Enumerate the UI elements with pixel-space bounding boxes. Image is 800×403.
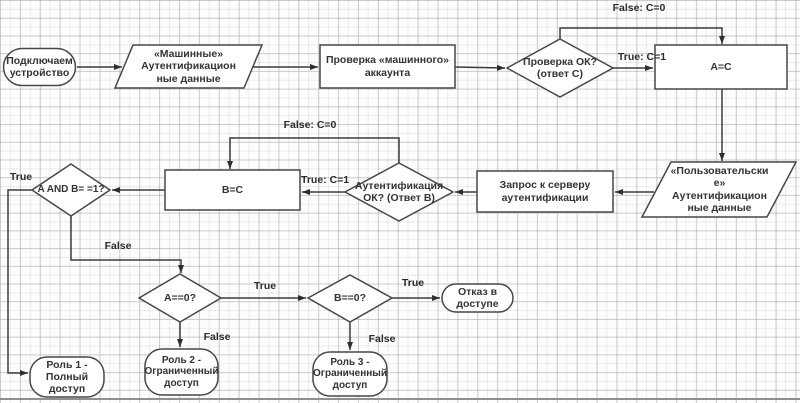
connector-auth-false-to-bequalsc [227,137,400,169]
a-and-b-decision[interactable] [30,163,112,217]
b-equals-c-process[interactable] [164,169,301,211]
a-equals-c-process[interactable] [654,44,788,90]
b-zero-decision[interactable] [306,274,394,323]
a-zero-decision[interactable] [137,273,223,323]
start-terminator[interactable] [2,47,77,87]
user-credentials-parallelogram[interactable] [640,161,798,218]
connector-and-false-to-azero-decision [70,216,184,273]
role3-terminator[interactable] [312,351,388,397]
connector-check-process-to-check-decision [454,64,506,71]
sheet-bottom-edge [0,398,800,400]
machine-credentials-parallelogram[interactable] [113,44,264,89]
role1-terminator[interactable] [29,356,105,398]
check-ok-decision[interactable] [505,38,615,98]
auth-server-request-process[interactable] [476,170,614,213]
connector-and-true-to-role1 [7,189,32,376]
connector-check-false-to-aequalsc [559,27,725,44]
machine-account-check-process[interactable] [319,44,456,89]
role2-terminator[interactable] [144,348,219,396]
access-denied-terminator[interactable] [441,283,514,313]
auth-ok-decision[interactable] [343,162,455,222]
